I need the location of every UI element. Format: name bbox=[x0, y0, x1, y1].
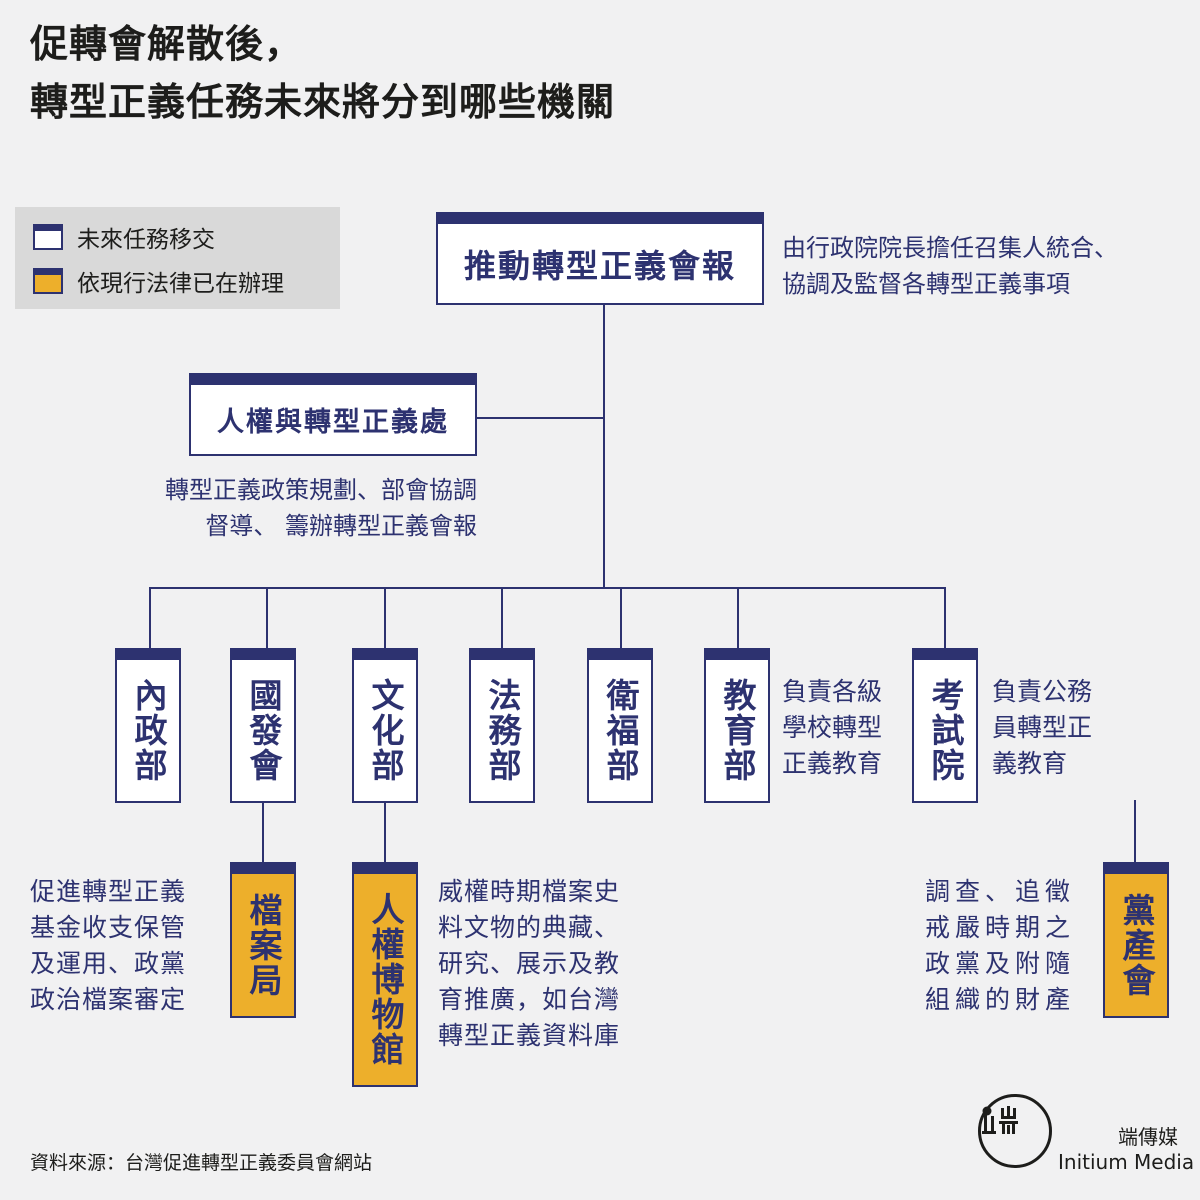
ministry-box-ndc: 國發會 bbox=[230, 648, 296, 803]
education-desc: 負責各級 學校轉型 正義教育 bbox=[782, 674, 882, 782]
office-desc: 轉型正義政策規劃、部會協調 督導、 籌辦轉型正義會報 bbox=[117, 472, 477, 544]
sub-agency-party-assets: 黨產會 bbox=[1103, 862, 1169, 1018]
legend-swatch-white bbox=[33, 224, 63, 250]
connector-drop-5 bbox=[620, 587, 622, 648]
top-committee-desc-line: 協調及監督各轉型正義事項 bbox=[782, 270, 1070, 298]
archives-desc-line: 促進轉型正義 bbox=[30, 877, 187, 906]
examination-desc-line: 義教育 bbox=[992, 749, 1068, 778]
connector-drop-2 bbox=[266, 587, 268, 648]
museum-desc-line: 轉型正義資料庫 bbox=[438, 1021, 621, 1050]
top-committee-name: 推動轉型正義會報 bbox=[463, 246, 736, 285]
ministry-box-examination: 考試院 bbox=[912, 648, 978, 803]
examination-desc-line: 員轉型正 bbox=[992, 713, 1093, 742]
education-desc-line: 負責各級 bbox=[782, 677, 883, 706]
office-name: 人權與轉型正義處 bbox=[217, 407, 449, 438]
ministry-name: 國發會 bbox=[244, 678, 283, 783]
party-assets-desc-line: 調查、追徵 bbox=[925, 877, 1076, 906]
examination-desc-line: 負責公務 bbox=[992, 677, 1093, 706]
legend-item-existing: 依現行法律已在辦理 bbox=[33, 264, 284, 298]
party-assets-desc: 調查、追徵 戒嚴時期之 政黨及附隨 組織的財產 bbox=[925, 874, 1075, 1018]
connector-drop-7 bbox=[944, 587, 946, 648]
museum-desc-line: 育推廣，如台灣 bbox=[438, 985, 621, 1014]
archives-desc: 促進轉型正義 基金收支保管 及運用、政黨 政治檔案審定 bbox=[30, 874, 186, 1018]
source-note: 資料來源：台灣促進轉型正義委員會網站 bbox=[30, 1152, 373, 1174]
connector-ndc-archives bbox=[262, 802, 264, 862]
museum-desc-line: 料文物的典藏、 bbox=[438, 913, 621, 942]
sub-agency-archives: 檔案局 bbox=[230, 862, 296, 1018]
archives-desc-line: 基金收支保管 bbox=[30, 913, 187, 942]
museum-desc: 威權時期檔案史 料文物的典藏、 研究、展示及教 育推廣，如台灣 轉型正義資料庫 bbox=[438, 874, 620, 1054]
ministry-name: 考試院 bbox=[926, 678, 965, 783]
office-desc-line: 轉型正義政策規劃、部會協調 bbox=[165, 476, 477, 504]
brand-name-zh: 端傳媒 bbox=[1118, 1125, 1178, 1149]
legend: 未來任務移交 依現行法律已在辦理 bbox=[15, 207, 340, 309]
archives-desc-line: 政治檔案審定 bbox=[30, 985, 187, 1014]
ministry-box-justice: 法務部 bbox=[469, 648, 535, 803]
education-desc-line: 學校轉型 bbox=[782, 713, 883, 742]
brand-name-en: Initium Media bbox=[1058, 1150, 1195, 1174]
museum-desc-line: 研究、展示及教 bbox=[438, 949, 621, 978]
connector-culture-museum bbox=[384, 802, 386, 862]
legend-label-transfer: 未來任務移交 bbox=[77, 227, 215, 253]
ministry-box-interior: 內政部 bbox=[115, 648, 181, 803]
connector-office bbox=[476, 417, 604, 419]
museum-desc-line: 威權時期檔案史 bbox=[438, 877, 621, 906]
top-committee-box: 推動轉型正義會報 bbox=[436, 212, 764, 305]
legend-label-existing: 依現行法律已在辦理 bbox=[77, 271, 284, 297]
office-box: 人權與轉型正義處 bbox=[189, 373, 477, 456]
ministry-name: 衛福部 bbox=[601, 678, 640, 783]
connector-drop-3 bbox=[384, 587, 386, 648]
connector-party-assets bbox=[1134, 800, 1136, 862]
education-desc-line: 正義教育 bbox=[782, 749, 883, 778]
connector-drop-6 bbox=[737, 587, 739, 648]
sub-agency-name: 檔案局 bbox=[244, 892, 283, 998]
party-assets-desc-line: 政黨及附隨 bbox=[925, 949, 1076, 978]
initium-logo-icon bbox=[982, 1106, 1018, 1134]
ministry-box-culture: 文化部 bbox=[352, 648, 418, 803]
office-desc-line: 督導、 籌辦轉型正義會報 bbox=[205, 512, 477, 540]
logo-circle bbox=[978, 1094, 1052, 1168]
connector-drop-1 bbox=[149, 587, 151, 648]
title-line-2: 轉型正義任務未來將分到哪些機關 bbox=[30, 80, 616, 124]
archives-desc-line: 及運用、政黨 bbox=[30, 949, 187, 978]
top-committee-desc: 由行政院院長擔任召集人統合、 協調及監督各轉型正義事項 bbox=[782, 230, 1118, 302]
examination-desc: 負責公務 員轉型正 義教育 bbox=[992, 674, 1092, 782]
legend-item-transfer: 未來任務移交 bbox=[33, 220, 215, 254]
ministry-box-health: 衛福部 bbox=[587, 648, 653, 803]
party-assets-desc-line: 組織的財產 bbox=[925, 985, 1076, 1014]
top-committee-desc-line: 由行政院院長擔任召集人統合、 bbox=[782, 234, 1118, 262]
ministry-box-education: 教育部 bbox=[704, 648, 770, 803]
ministry-name: 法務部 bbox=[483, 678, 522, 783]
sub-agency-name: 人權博物館 bbox=[366, 892, 405, 1067]
legend-swatch-yellow bbox=[33, 268, 63, 294]
ministry-name: 文化部 bbox=[366, 678, 405, 783]
connector-ministries-bus bbox=[149, 587, 946, 589]
connector-drop-4 bbox=[501, 587, 503, 648]
connector-trunk bbox=[603, 305, 605, 588]
sub-agency-museum: 人權博物館 bbox=[352, 862, 418, 1087]
party-assets-desc-line: 戒嚴時期之 bbox=[925, 913, 1076, 942]
ministry-name: 教育部 bbox=[718, 678, 757, 783]
title-line-1: 促轉會解散後， bbox=[30, 22, 304, 66]
sub-agency-name: 黨產會 bbox=[1117, 892, 1156, 998]
ministry-name: 內政部 bbox=[129, 678, 168, 783]
